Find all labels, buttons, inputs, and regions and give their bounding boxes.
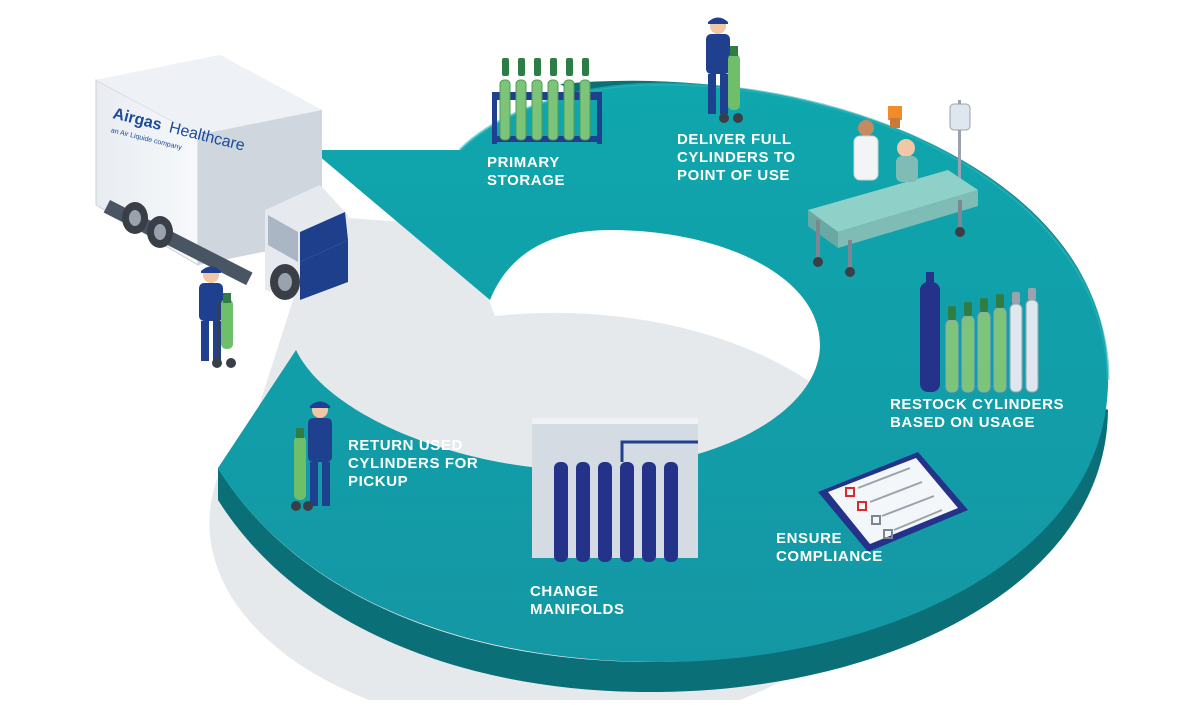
label-primary-storage: PRIMARY STORAGE xyxy=(487,154,566,189)
return-worker-icon xyxy=(291,401,332,511)
hospital-bed-icon xyxy=(808,100,978,277)
label-deliver-full-cylinders: DELIVER FULL CYLINDERS TO POINT OF USE xyxy=(677,131,796,184)
clipboard-checklist-icon xyxy=(818,452,968,552)
label-return-used-cylinders: RETURN USED CYLINDERS FOR PICKUP xyxy=(348,437,479,490)
cylinder-row-icon xyxy=(920,272,1039,393)
label-ensure-compliance: ENSURE COMPLIANCE xyxy=(776,530,883,565)
cylinder-rack-icon xyxy=(492,58,602,144)
driver-with-cylinder-icon xyxy=(199,266,236,368)
delivery-truck: Airgas Healthcare an Air Liquide company xyxy=(95,55,348,300)
label-change-manifolds: CHANGE MANIFOLDS xyxy=(530,583,625,618)
manifold-icon xyxy=(532,418,698,562)
label-restock-cylinders: RESTOCK CYLINDERS BASED ON USAGE xyxy=(890,396,1065,431)
worker-with-cylinder-icon xyxy=(706,17,743,123)
